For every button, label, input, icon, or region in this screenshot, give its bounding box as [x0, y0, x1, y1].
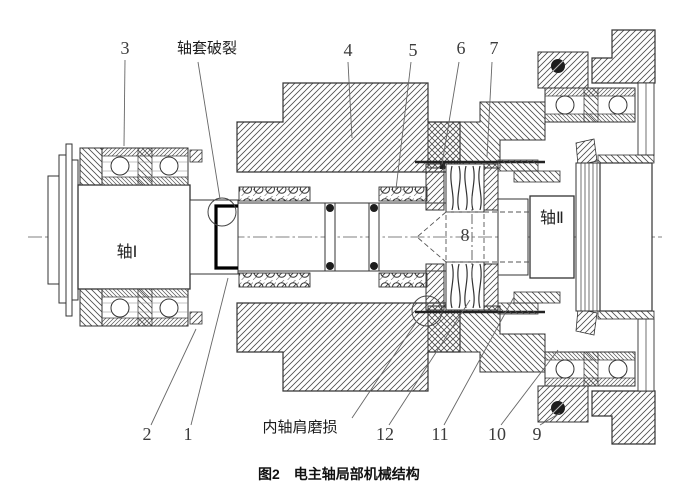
label-part-11: 11: [431, 424, 448, 444]
sleeve-crack-detail: [207, 197, 238, 270]
rear-bearing-top: [544, 87, 636, 123]
leader-lines: [123, 59, 561, 426]
label-part-10: 10: [488, 424, 506, 444]
rear-bearing-bottom: [544, 351, 636, 387]
preload-springs: [238, 186, 428, 288]
o-ring-carriers: [537, 51, 589, 423]
rotor-laminations: [575, 138, 655, 336]
label-shoulder-wear: 内轴肩磨损: [262, 419, 337, 436]
crack-highlight-circle: [207, 197, 237, 227]
shaft-2: [529, 195, 575, 279]
ball: [110, 298, 130, 318]
front-bearing-top: [79, 147, 203, 186]
ball: [110, 156, 130, 176]
label-part-9: 9: [533, 424, 542, 444]
disc-springs: [450, 165, 482, 309]
label-part-7: 7: [490, 38, 499, 58]
label-part-5: 5: [409, 40, 418, 60]
ball: [608, 95, 628, 115]
ball: [555, 95, 575, 115]
housing-bottom: [236, 302, 461, 392]
label-part-8: 8: [461, 225, 470, 245]
labels: 3 轴套破裂 4 5 6 7 轴Ⅰ 8 轴Ⅱ 2 1 内轴肩磨损 12 11 1…: [117, 38, 564, 444]
label-part-2: 2: [143, 424, 152, 444]
shoulder-wear-circle: [411, 295, 443, 327]
front-flange-discs: [47, 143, 79, 317]
label-sleeve-crack: 轴套破裂: [177, 40, 237, 57]
label-part-3: 3: [121, 38, 130, 58]
label-part-12: 12: [376, 424, 394, 444]
end-cap-blocks: [591, 29, 656, 445]
label-shaft-2: 轴Ⅱ: [540, 209, 564, 227]
front-bearing-bottom: [79, 288, 203, 327]
rotor-end: [599, 162, 653, 312]
shaft-1: [77, 184, 447, 290]
housing: [236, 82, 461, 392]
label-part-1: 1: [184, 424, 193, 444]
housing-top: [236, 82, 461, 173]
ball: [159, 156, 179, 176]
ball: [555, 359, 575, 379]
label-part-6: 6: [457, 38, 466, 58]
ball: [159, 298, 179, 318]
label-shaft-1: 轴Ⅰ: [117, 243, 138, 261]
label-part-4: 4: [344, 40, 353, 60]
seal-rings: [324, 202, 380, 272]
ball: [608, 359, 628, 379]
figure-caption: 图2 电主轴局部机械结构: [258, 466, 420, 482]
o-ring-icon: [326, 204, 378, 270]
